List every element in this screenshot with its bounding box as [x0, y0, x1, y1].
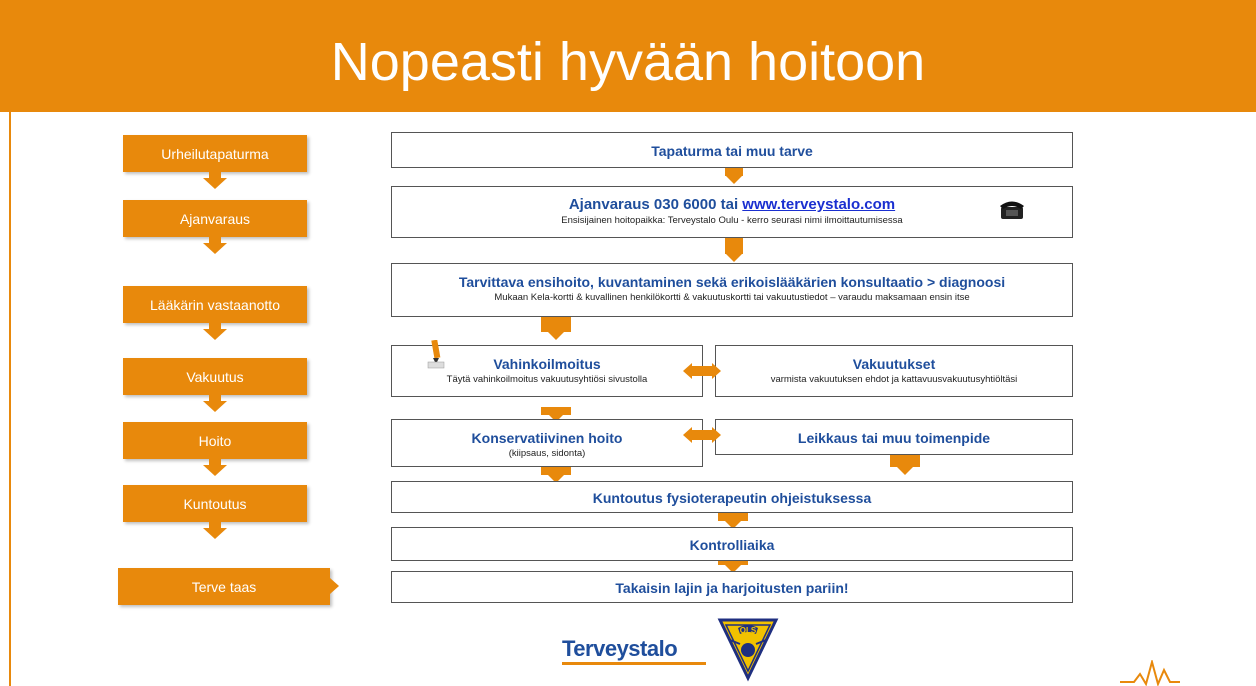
connector-arrow-left: [683, 427, 692, 443]
connector-arrow: [725, 565, 741, 573]
connector-arrow: [725, 521, 741, 529]
box-konservatiivinen-sub: (kiipsaus, sidonta): [508, 448, 586, 459]
box-tapaturma-title: Tapaturma tai muu tarve: [651, 143, 813, 159]
connector: [541, 467, 571, 475]
box-vakuutukset-sub: varmista vakuutuksen ehdot ja kattavuusv…: [770, 374, 1018, 385]
terveystalo-logo-underline: [562, 662, 706, 665]
connector-arrow: [897, 467, 913, 475]
connector-arrow-right: [712, 363, 721, 379]
step-terve-taas: Terve taas: [118, 568, 330, 605]
step-arrow-right: [330, 578, 339, 594]
connector: [718, 513, 748, 521]
box-ajanvaraus: Ajanvaraus 030 6000 tai www.terveystalo.…: [391, 186, 1073, 238]
box-kuntoutus: Kuntoutus fysioterapeutin ohjeistuksessa: [391, 481, 1073, 513]
box-vahinkoilmoitus: Vahinkoilmoitus Täytä vahinkoilmoitus va…: [391, 340, 703, 397]
step-vakuutus: Vakuutus: [123, 358, 307, 395]
box-vakuutukset-title: Vakuutukset: [852, 356, 936, 372]
step-arrow: [203, 528, 227, 539]
step-arrow: [203, 329, 227, 340]
pencil-note-icon: [427, 340, 445, 369]
connector-arrow: [726, 254, 742, 262]
connector-arrow: [548, 414, 564, 422]
connector-horizontal: [691, 366, 713, 376]
box-tapaturma: Tapaturma tai muu tarve: [391, 132, 1073, 168]
left-rule: [9, 112, 11, 686]
box-ajanvaraus-title: Ajanvaraus 030 6000 tai: [568, 196, 743, 213]
box-kontrolliaika-title: Kontrolliaika: [689, 537, 775, 553]
step-ajanvaraus: Ajanvaraus: [123, 200, 307, 237]
box-kuntoutus-title: Kuntoutus fysioterapeutin ohjeistuksessa: [592, 490, 872, 506]
box-konservatiivinen: Konservatiivinen hoito (kiipsaus, sidont…: [391, 419, 703, 467]
box-ajanvaraus-sub: Ensisijainen hoitopaikka: Terveystalo Ou…: [561, 215, 903, 226]
connector-arrow-right: [712, 427, 721, 443]
box-takaisin-title: Takaisin lajin ja harjoitusten pariin!: [615, 580, 849, 596]
box-vakuutukset: Vakuutukset varmista vakuutuksen ehdot j…: [715, 345, 1073, 397]
connector: [541, 317, 571, 332]
step-arrow: [203, 243, 227, 254]
step-arrow: [203, 178, 227, 189]
box-konservatiivinen-title: Konservatiivinen hoito: [471, 430, 623, 446]
box-kontrolliaika: Kontrolliaika: [391, 527, 1073, 561]
terveystalo-link[interactable]: www.terveystalo.com: [742, 196, 896, 213]
step-arrow-stem: [209, 172, 221, 178]
page-title: Nopeasti hyvään hoitoon: [330, 32, 926, 92]
step-arrow: [203, 465, 227, 476]
connector: [541, 407, 571, 415]
connector-horizontal: [691, 430, 713, 440]
step-kuntoutus: Kuntoutus: [123, 485, 307, 522]
step-arrow-stem: [209, 395, 221, 401]
connector: [890, 455, 920, 467]
box-leikkaus: Leikkaus tai muu toimenpide: [715, 419, 1073, 455]
step-arrow-stem: [209, 522, 221, 528]
connector-arrow: [548, 332, 564, 340]
step-laakarin-vastaanotto: Lääkärin vastaanotto: [123, 286, 307, 323]
step-arrow-stem: [209, 323, 221, 329]
connector-arrow-left: [683, 363, 692, 379]
terveystalo-logo: Terveystalo: [562, 636, 678, 661]
telephone-icon: [1000, 201, 1024, 219]
box-vahinkoilmoitus-title: Vahinkoilmoitus: [493, 356, 601, 372]
step-arrow-stem: [209, 459, 221, 465]
step-arrow-stem: [209, 237, 221, 243]
connector: [725, 168, 743, 176]
box-ensihoito-sub: Mukaan Kela-kortti & kuvallinen henkilök…: [494, 292, 970, 303]
box-ensihoito: Tarvittava ensihoito, kuvantaminen sekä …: [391, 263, 1073, 317]
step-urheilutapaturma: Urheilutapaturma: [123, 135, 307, 172]
header-banner: Nopeasti hyvään hoitoon: [0, 0, 1256, 112]
step-hoito: Hoito: [123, 422, 307, 459]
box-leikkaus-title: Leikkaus tai muu toimenpide: [797, 430, 991, 446]
box-takaisin: Takaisin lajin ja harjoitusten pariin!: [391, 571, 1073, 603]
connector-arrow: [548, 475, 564, 483]
connector-arrow: [726, 176, 742, 184]
box-ensihoito-title: Tarvittava ensihoito, kuvantaminen sekä …: [458, 274, 1006, 290]
ols-logo: OLS: [717, 618, 779, 682]
connector: [718, 561, 748, 565]
box-vahinkoilmoitus-sub: Täytä vahinkoilmoitus vakuutusyhtiösi si…: [446, 374, 648, 385]
svg-text:OLS: OLS: [740, 626, 757, 635]
connector: [725, 238, 743, 254]
heartbeat-icon: [1120, 660, 1180, 686]
step-arrow: [203, 401, 227, 412]
